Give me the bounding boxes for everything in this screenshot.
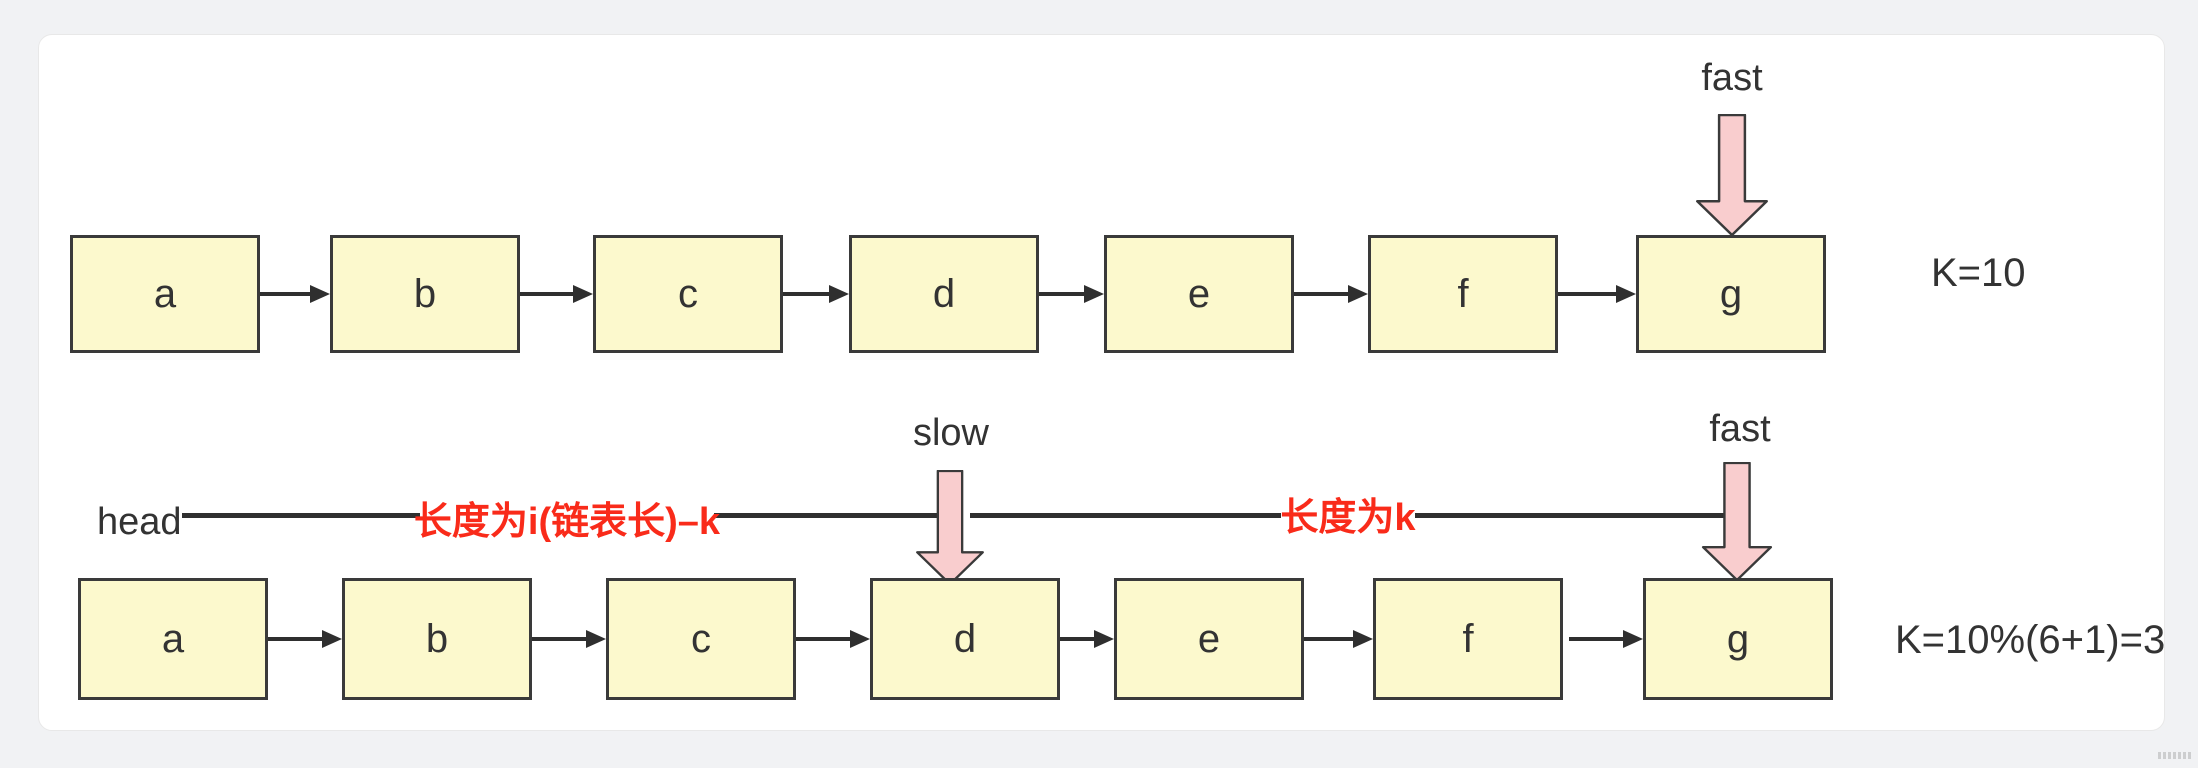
list1-node-c: c: [593, 235, 783, 353]
right-segment-length-label: 长度为k: [1280, 497, 1416, 539]
next-pointer-arrow: [796, 630, 870, 648]
fast-pointer-label-text: fast: [1701, 57, 1763, 99]
node-label: a: [153, 272, 177, 316]
next-pointer-arrow: [520, 285, 593, 303]
next-pointer-arrow: [260, 285, 330, 303]
list1-node-e: e: [1104, 235, 1294, 353]
fast-pointer-arrow-icon: [1696, 114, 1768, 237]
next-pointer-arrow: [532, 630, 606, 648]
head-line-segment: [970, 513, 1281, 518]
next-pointer-arrow: [1558, 285, 1636, 303]
list1-node-d: d: [849, 235, 1039, 353]
slow-pointer-arrow-icon: [916, 470, 984, 586]
list2-node-f: f: [1373, 578, 1563, 700]
fast-pointer-label-text: fast: [1709, 408, 1771, 450]
list1-node-a: a: [70, 235, 260, 353]
slow-pointer-label: slow: [913, 411, 989, 455]
list1-node-g: g: [1636, 235, 1826, 353]
head-line-segment: [714, 513, 942, 518]
k-annotation: K=10: [1931, 251, 2026, 295]
node-label: e: [1197, 617, 1221, 661]
left-segment-length-label: 长度为i(链表长)–k: [413, 501, 721, 543]
list2-node-d: d: [870, 578, 1060, 700]
next-pointer-arrow: [1060, 630, 1114, 648]
node-label: c: [691, 617, 711, 661]
k-annotation: K=10%(6+1)=3: [1895, 618, 2166, 662]
head-line-segment: [182, 513, 420, 518]
list2-node-b: b: [342, 578, 532, 700]
list2-node-e: e: [1114, 578, 1304, 700]
node-label: b: [413, 272, 437, 316]
slow-pointer-label-text: slow: [912, 412, 990, 454]
list2-node-g: g: [1643, 578, 1833, 700]
node-label: e: [1187, 272, 1211, 316]
list2-node-c: c: [606, 578, 796, 700]
node-label: c: [678, 272, 698, 316]
node-label: d: [932, 272, 956, 316]
node-label: g: [1719, 272, 1743, 316]
next-pointer-arrow: [268, 630, 342, 648]
node-label: f: [1462, 617, 1474, 661]
fast-pointer-label: fast: [1709, 407, 1770, 451]
node-label: d: [953, 617, 977, 661]
node-label: b: [425, 617, 449, 661]
next-pointer-arrow: [1294, 285, 1368, 303]
next-pointer-arrow: [1304, 630, 1373, 648]
head-label: head: [97, 501, 182, 543]
fast-pointer-label: fast: [1701, 56, 1762, 100]
node-label: f: [1457, 272, 1469, 316]
watermark: [2158, 752, 2192, 759]
next-pointer-arrow: [1039, 285, 1104, 303]
head-line-segment: [1415, 513, 1729, 518]
next-pointer-arrow: [1569, 630, 1643, 648]
list1-node-b: b: [330, 235, 520, 353]
fast-pointer-arrow-icon: [1701, 462, 1773, 582]
list1-node-f: f: [1368, 235, 1558, 353]
next-pointer-arrow: [783, 285, 849, 303]
list2-node-a: a: [78, 578, 268, 700]
node-label: g: [1726, 617, 1750, 661]
node-label: a: [161, 617, 185, 661]
